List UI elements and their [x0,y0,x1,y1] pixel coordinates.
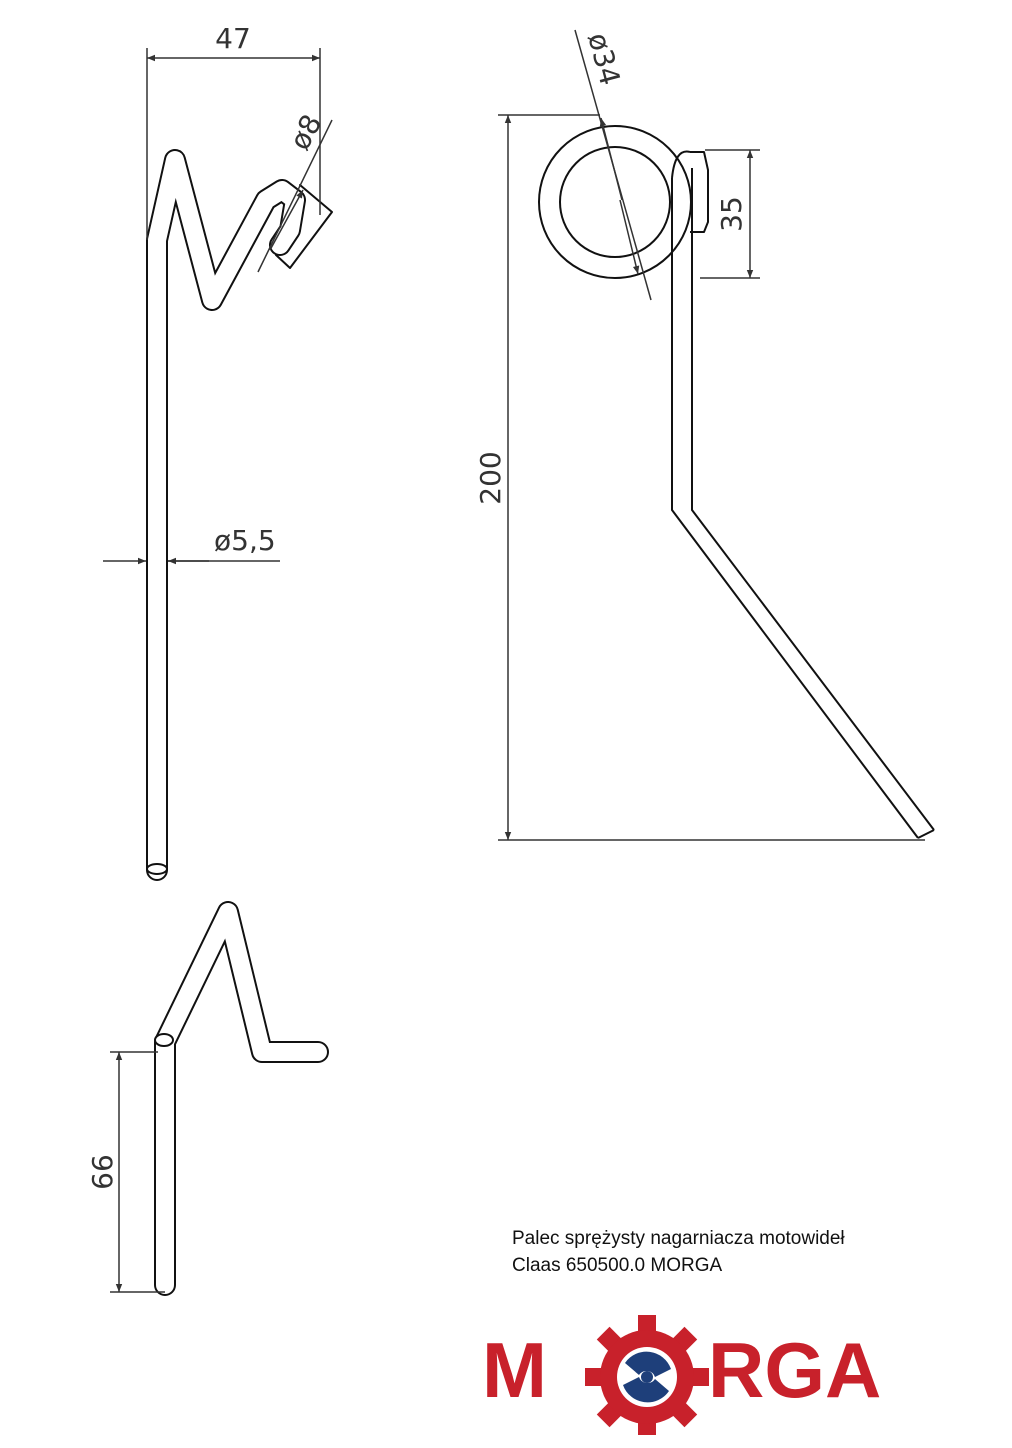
dimension-width-top [146,48,321,240]
front-view-tine [146,149,333,881]
coil-tab [690,151,709,233]
caption-line-2: Claas 650500.0 MORGA [512,1255,723,1276]
dimension-hook-diameter-label: ø8 [283,109,329,155]
dimension-total-height-label: 200 [474,451,507,504]
tine-end-ellipse [146,863,168,875]
side-wire-left [671,178,919,839]
coil-outer [538,125,692,279]
caption-line-1: Palec sprężysty nagarniacza motowideł [512,1228,845,1249]
dimension-tab-length-label: 35 [715,196,748,232]
gear-icon [585,1315,709,1435]
dimension-width-top-label: 47 [215,22,251,55]
dimension-coil-diameter [574,29,652,301]
hook-contour [275,184,333,269]
dimension-total-height [498,114,925,841]
bottom-wire-inner [156,903,327,1294]
dimension-tab-length [700,149,760,279]
dimension-wire-diameter-label: ø5,5 [214,524,276,557]
dimension-coil-diameter-label: ø34 [581,29,627,89]
bottom-mount-end [154,1033,174,1047]
logo-text-left: M [482,1326,547,1414]
side-wire-right [691,168,935,831]
tine-wire-inner [148,151,304,879]
morga-logo: M RGA [482,1315,881,1435]
side-view-tine [538,125,935,839]
bottom-view-tine [154,901,329,1296]
logo-text-right: RGA [708,1326,881,1414]
side-wire-tip [917,829,935,839]
dimension-mount-length [110,1051,165,1293]
coil-junction [671,150,691,179]
coil-inner [559,146,671,258]
dimension-mount-length-label: 66 [86,1154,119,1190]
dimension-hook-diameter [257,119,333,273]
product-caption: Palec sprężysty nagarniacza motowideł Cl… [512,1225,845,1279]
